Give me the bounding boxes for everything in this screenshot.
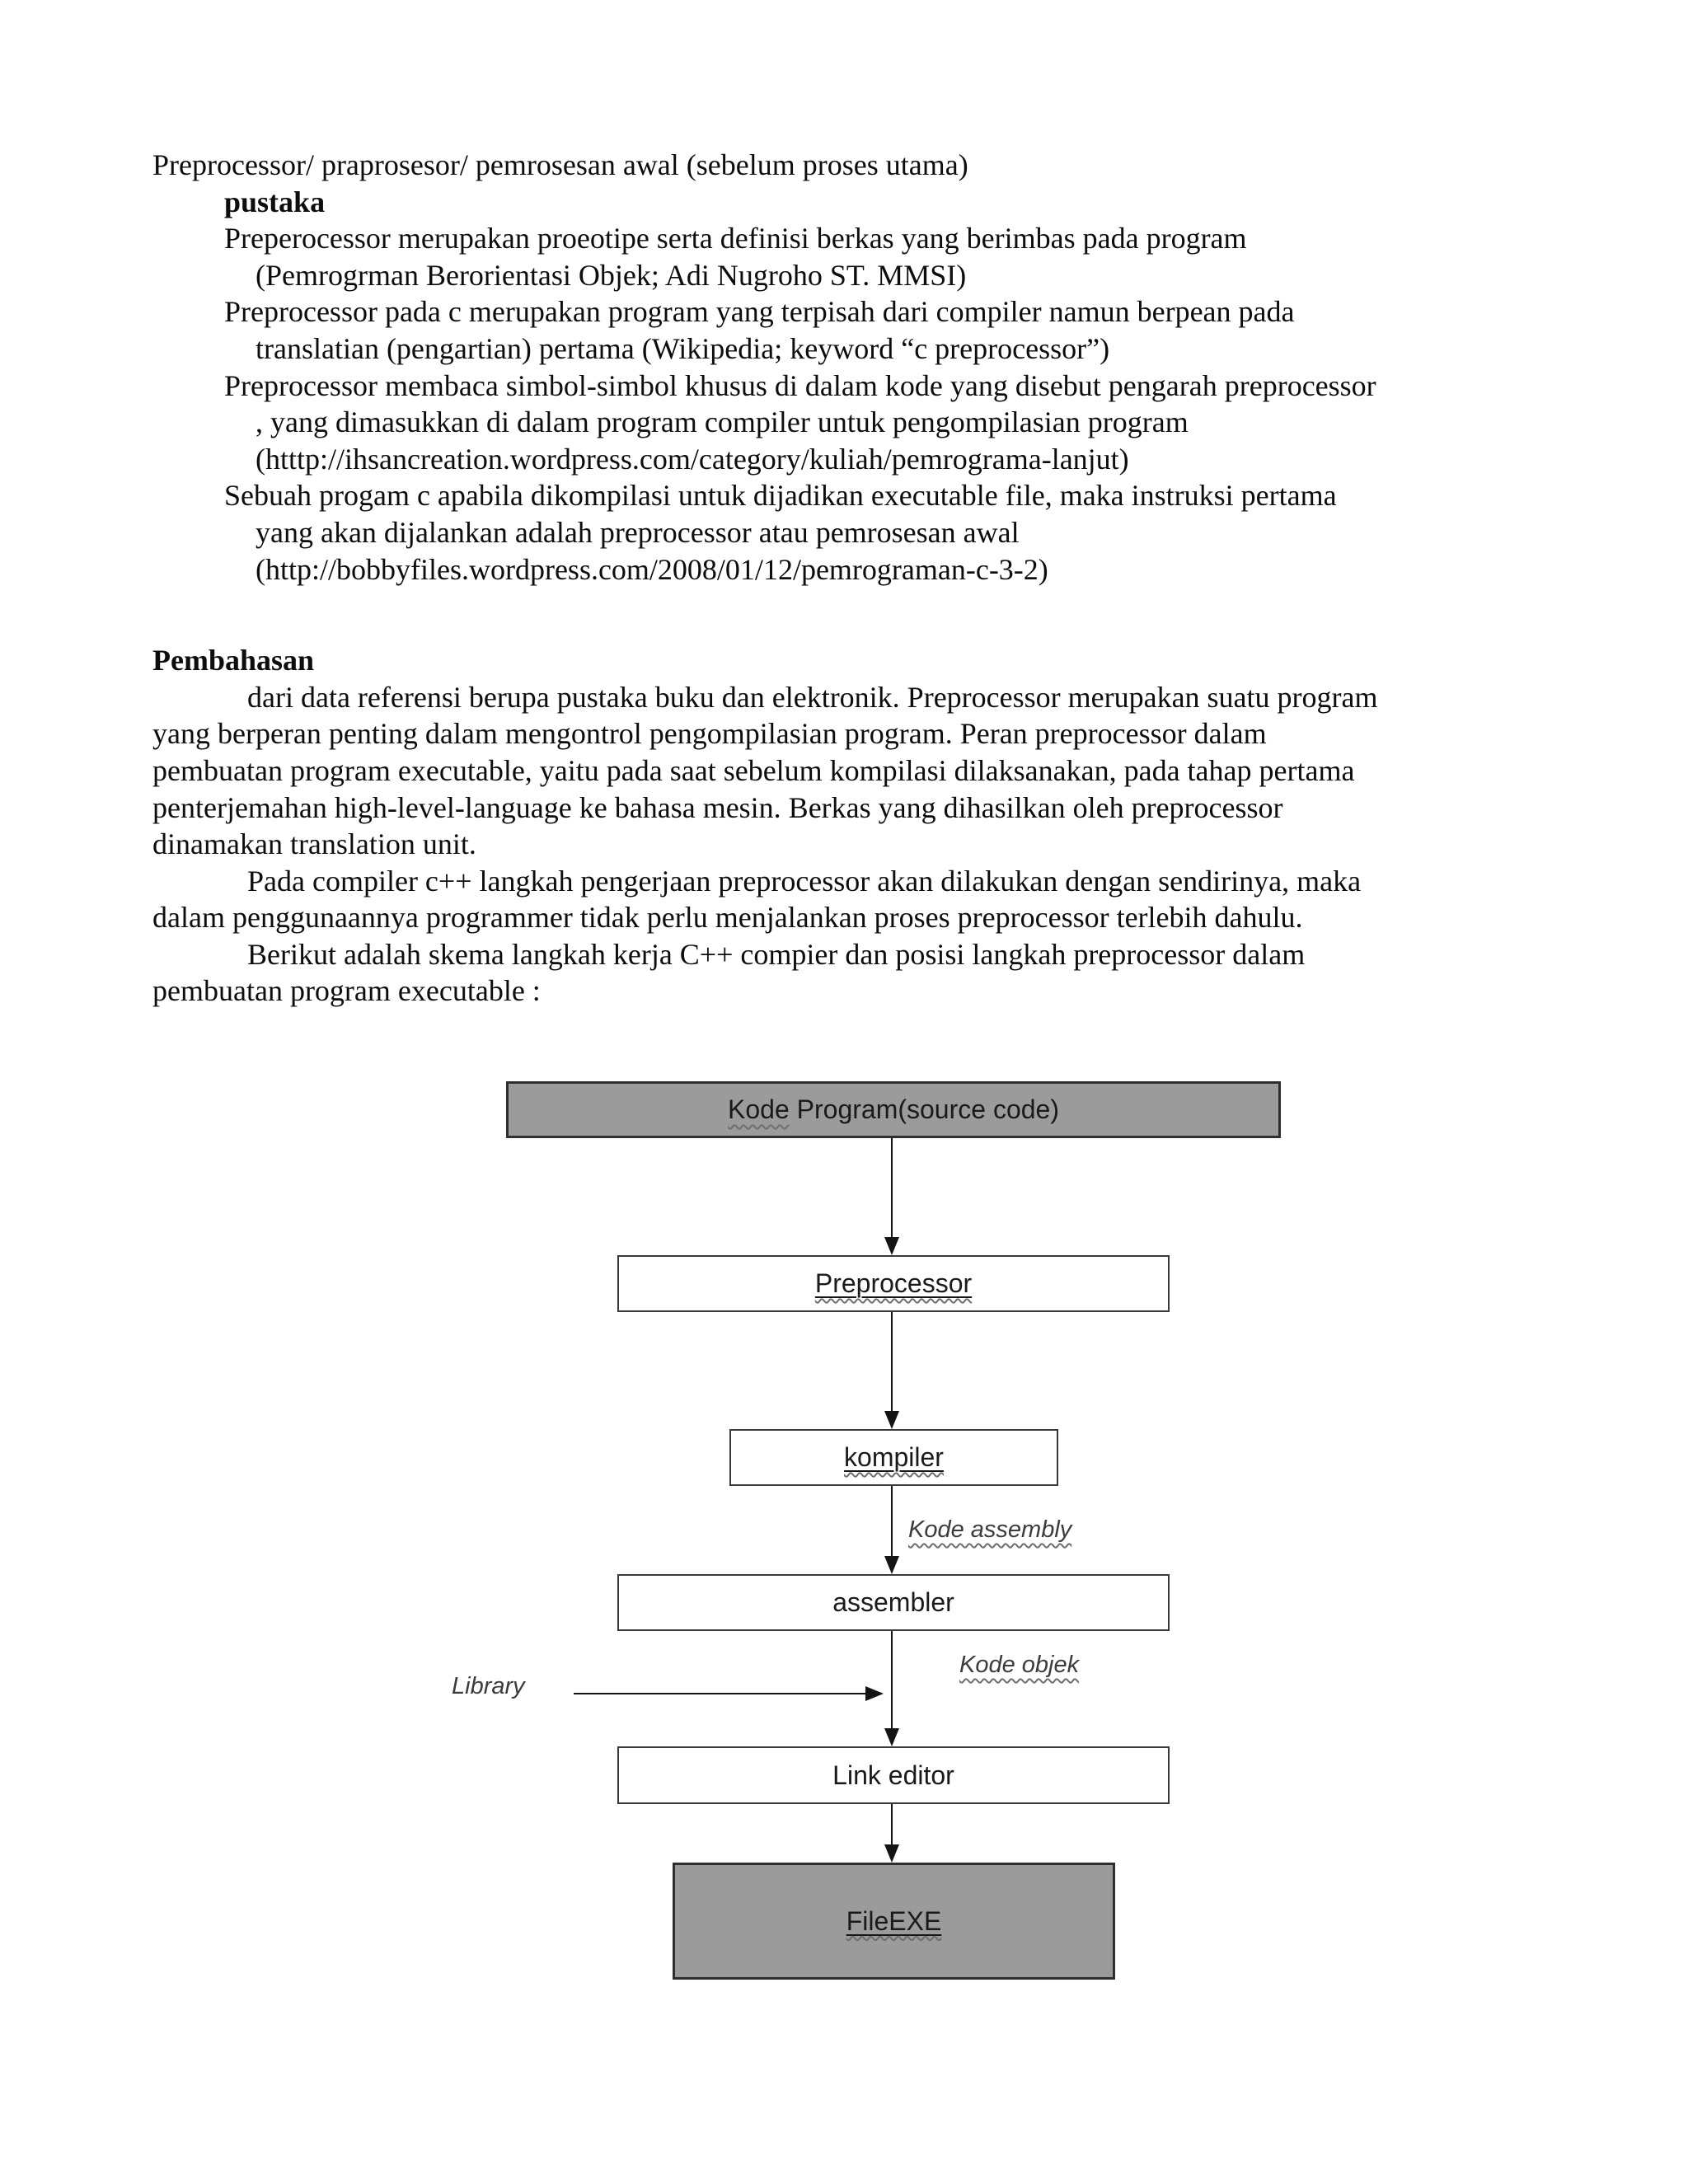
doc-line: Preperocessor merupakan proeotipe serta …: [224, 222, 1247, 255]
edge-label-kode-objek: Kode objek: [959, 1652, 1080, 1678]
doc-line: yang berperan penting dalam mengontrol p…: [152, 717, 1267, 751]
doc-line: pembuatan program executable :: [152, 974, 541, 1008]
flowchart-node-preprocessor: Preprocessor: [617, 1255, 1170, 1312]
doc-line: penterjemahan high-level-language ke bah…: [152, 790, 1283, 824]
arrowhead-down-icon: [884, 1237, 899, 1255]
arrow-line: [891, 1804, 893, 1845]
doc-title-line: Preprocessor/ praprosesor/ pemrosesan aw…: [152, 148, 968, 181]
doc-line-url: (http://bobbyfiles.wordpress.com/2008/01…: [256, 552, 1048, 586]
edge-label-kode-assembly: Kode assembly: [908, 1516, 1072, 1543]
node-label: Preprocessor: [814, 1268, 973, 1298]
text-block: Preprocessor/ praprosesor/ pemrosesan aw…: [152, 147, 1378, 1010]
doc-line: Berikut adalah skema langkah kerja C++ c…: [247, 937, 1306, 971]
node-label: Kode Program(source code): [728, 1094, 1059, 1124]
doc-line: Sebuah progam c apabila dikompilasi untu…: [224, 479, 1337, 513]
doc-line: , yang dimasukkan di dalam program compi…: [256, 405, 1189, 439]
flowchart-node-fileexe: FileEXE: [673, 1863, 1115, 1980]
arrowhead-down-icon: [884, 1844, 899, 1863]
arrow-line: [891, 1486, 893, 1558]
heading-pembahasan: Pembahasan: [152, 644, 315, 677]
flowchart-node-assembler: assembler: [617, 1574, 1170, 1631]
doc-line: dalam penggunaannya programmer tidak per…: [152, 901, 1303, 935]
arrowhead-down-icon: [884, 1411, 899, 1429]
doc-line: dari data referensi berupa pustaka buku …: [247, 680, 1378, 714]
flowchart-node-kompiler: kompiler: [729, 1429, 1058, 1486]
doc-line: pembuatan program executable, yaitu pada…: [152, 753, 1355, 787]
node-label: kompiler: [844, 1442, 944, 1472]
heading-pustaka: pustaka: [224, 185, 326, 218]
edge-label-library: Library: [452, 1673, 525, 1699]
library-arrow-line: [574, 1693, 865, 1694]
arrowhead-right-icon: [865, 1686, 884, 1701]
flowchart-node-kode-program: Kode Program(source code): [506, 1081, 1281, 1138]
doc-line-reference: translatian (pengartian) pertama (Wikipe…: [256, 331, 1110, 365]
arrow-line: [891, 1631, 893, 1730]
misspelled-word: Kode: [728, 1094, 790, 1124]
doc-line-url: (htttp://ihsancreation.wordpress.com/cat…: [256, 442, 1129, 476]
flowchart-node-link-editor: Link editor: [617, 1746, 1170, 1804]
node-label: assembler: [832, 1587, 954, 1617]
doc-line: yang akan dijalankan adalah preprocessor…: [256, 515, 1020, 549]
arrowhead-down-icon: [884, 1728, 899, 1746]
arrowhead-down-icon: [884, 1556, 899, 1574]
node-label: Link editor: [832, 1760, 954, 1790]
doc-line: Pada compiler c++ langkah pengerjaan pre…: [247, 864, 1362, 898]
arrow-line: [891, 1312, 893, 1413]
doc-line: Preprocessor pada c merupakan program ya…: [224, 295, 1295, 329]
arrow-line: [891, 1138, 893, 1238]
doc-line: Preprocessor membaca simbol-simbol khusu…: [224, 368, 1376, 402]
doc-line: dinamakan translation unit.: [152, 827, 476, 861]
node-label: FileEXE: [846, 1905, 942, 1936]
doc-line-reference: (Pemrogrman Berorientasi Objek; Adi Nugr…: [256, 258, 967, 292]
